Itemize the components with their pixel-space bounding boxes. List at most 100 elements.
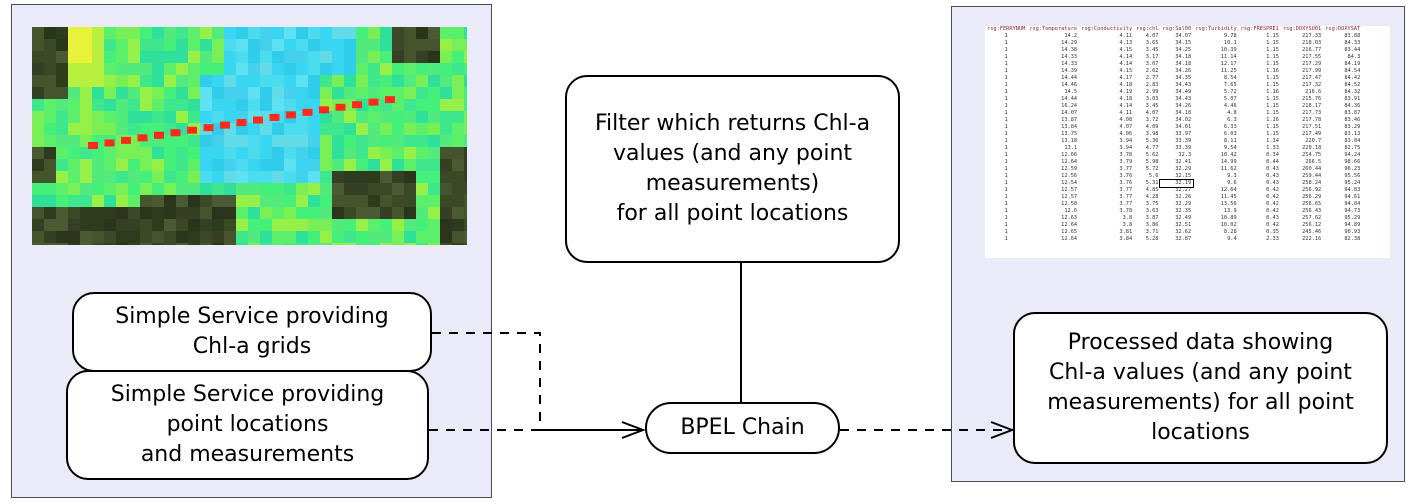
raster-cell <box>392 111 404 123</box>
raster-cell <box>188 171 200 183</box>
table-cell: 82.75 <box>1344 145 1361 151</box>
raster-cell <box>368 75 380 87</box>
raster-cell <box>308 63 320 75</box>
raster-cell <box>332 87 344 99</box>
raster-cell <box>32 231 44 243</box>
raster-cell <box>260 135 272 147</box>
raster-cell <box>272 27 284 39</box>
raster-cell <box>296 231 308 243</box>
raster-cell <box>152 243 164 245</box>
raster-cell <box>380 147 392 159</box>
raster-cell <box>332 63 344 75</box>
raster-cell <box>260 75 272 87</box>
table-cell: 1.15 <box>1266 110 1279 116</box>
table-cell: 90.93 <box>1344 229 1361 235</box>
raster-cell <box>392 159 404 171</box>
table-cell: 6.33 <box>1223 124 1237 130</box>
raster-cell <box>32 147 44 159</box>
raster-cell <box>104 243 116 245</box>
table-cell: 14.39 <box>1061 68 1078 74</box>
raster-cell <box>176 111 188 123</box>
raster-cell <box>152 111 164 123</box>
raster-cell <box>404 111 416 123</box>
raster-cell <box>284 231 296 243</box>
table-cell: 32.35 <box>1175 208 1192 214</box>
raster-cell <box>368 111 380 123</box>
raster-cell <box>56 27 68 39</box>
raster-cell <box>440 63 452 75</box>
raster-cell <box>404 87 416 99</box>
raster-cell <box>284 99 296 111</box>
raster-cell <box>68 51 80 63</box>
raster-cell <box>296 159 308 171</box>
ferry-track-point <box>319 106 329 114</box>
raster-cell <box>116 51 128 63</box>
table-cell: 1 <box>1004 166 1008 172</box>
raster-cell <box>236 39 248 51</box>
raster-cell <box>452 87 464 99</box>
table-cell: 14.44 <box>1061 75 1078 81</box>
raster-cell <box>164 207 176 219</box>
raster-cell <box>224 63 236 75</box>
table-cell: 215.76 <box>1302 96 1322 102</box>
table-cell: 256.65 <box>1302 201 1322 207</box>
raster-cell <box>308 243 320 245</box>
raster-cell <box>164 39 176 51</box>
arrowhead-into-processed <box>990 421 1015 439</box>
raster-cell <box>440 51 452 63</box>
raster-cell <box>308 231 320 243</box>
raster-cell <box>152 27 164 39</box>
table-cell: 1 <box>1004 194 1008 200</box>
raster-cell <box>356 195 368 207</box>
raster-cell <box>464 27 467 39</box>
raster-cell <box>68 99 80 111</box>
raster-cell <box>188 135 200 147</box>
table-cell: 34.15 <box>1175 40 1192 46</box>
raster-cell <box>80 147 92 159</box>
raster-cell <box>236 183 248 195</box>
raster-cell <box>464 75 467 87</box>
raster-cell <box>224 159 236 171</box>
raster-cell <box>428 171 440 183</box>
table-cell: 95.24 <box>1344 180 1361 186</box>
raster-cell <box>68 159 80 171</box>
table-cell: 13.56 <box>1220 201 1237 207</box>
raster-cell <box>200 111 212 123</box>
raster-cell <box>188 87 200 99</box>
table-cell: 5.72 <box>1223 89 1237 95</box>
table-cell: 1 <box>1004 68 1008 74</box>
table-cell: 3.76 <box>1119 180 1133 186</box>
table-cell: 260.44 <box>1302 166 1322 172</box>
table-cell: 220.7 <box>1305 138 1322 144</box>
raster-cell <box>32 39 44 51</box>
raster-cell <box>104 87 116 99</box>
raster-cell <box>176 183 188 195</box>
raster-cell <box>236 171 248 183</box>
raster-cell <box>32 99 44 111</box>
table-cell: 1 <box>1004 82 1008 88</box>
table-cell: 6.3 <box>1227 117 1237 123</box>
raster-cell <box>44 111 56 123</box>
raster-cell <box>236 135 248 147</box>
raster-cell <box>212 135 224 147</box>
table-cell: 2.83 <box>1145 82 1159 88</box>
table-cell: 12.64 <box>1061 236 1078 242</box>
raster-cell <box>392 207 404 219</box>
raster-cell <box>248 243 260 245</box>
raster-cell <box>236 219 248 231</box>
raster-cell <box>416 87 428 99</box>
raster-cell <box>32 183 44 195</box>
raster-cell <box>104 27 116 39</box>
raster-cell <box>128 207 140 219</box>
raster-cell <box>200 75 212 87</box>
table-cell: 1 <box>1004 40 1008 46</box>
raster-cell <box>356 219 368 231</box>
table-cell: 216.6 <box>1305 89 1322 95</box>
